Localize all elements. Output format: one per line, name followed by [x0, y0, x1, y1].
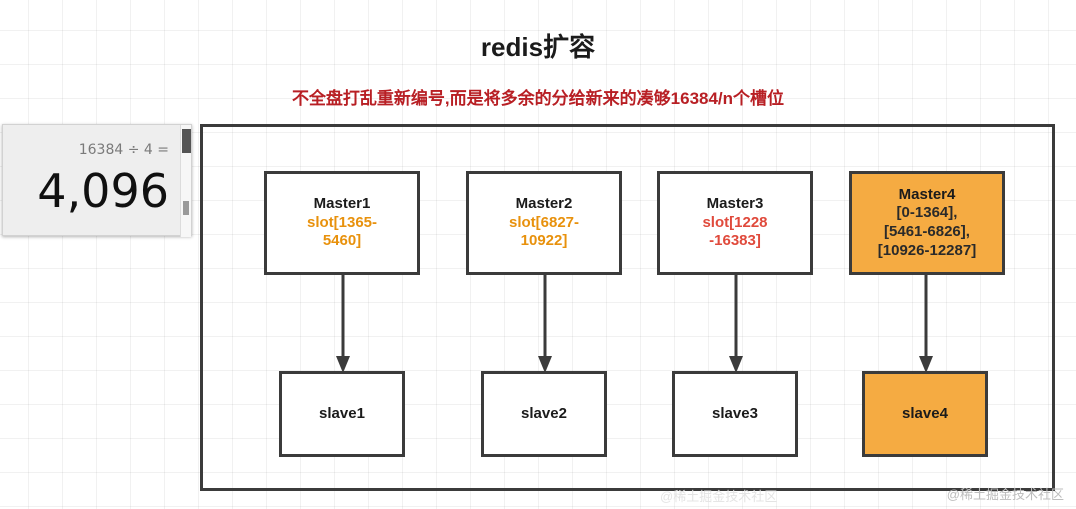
watermark-center: @稀土掘金技术社区	[660, 489, 778, 504]
master-node-3[interactable]: Master3 slot[1228 -16383]	[657, 171, 813, 275]
master-node-4-slots: [0-1364], [5461-6826], [10926-12287]	[877, 204, 977, 259]
master-node-1[interactable]: Master1 slot[1365- 5460]	[264, 171, 420, 275]
slave-node-2[interactable]: slave2	[481, 371, 607, 457]
slave-node-1-label: slave1	[319, 404, 365, 422]
master-node-3-slots: slot[1228 -16383]	[702, 213, 768, 250]
master-node-4[interactable]: Master4 [0-1364], [5461-6826], [10926-12…	[849, 171, 1005, 275]
page-title: redis扩容	[480, 32, 596, 62]
page-subtitle: 不全盘打乱重新编号,而是将多余的分给新来的凑够16384/n个槽位	[291, 89, 785, 108]
master-node-2-slots: slot[6827- 10922]	[508, 213, 580, 250]
slave-node-3[interactable]: slave3	[672, 371, 798, 457]
calculator-result: 4,096	[37, 164, 169, 218]
slave-node-3-label: slave3	[712, 404, 758, 422]
arrow-master1-to-slave1	[336, 274, 350, 373]
master-node-1-slots: slot[1365- 5460]	[306, 213, 378, 250]
arrow-master2-to-slave2	[538, 274, 552, 373]
calculator-expression: 16384 ÷ 4 =	[78, 142, 169, 158]
arrow-master3-to-slave3	[729, 274, 743, 373]
calculator-scrollbar-thumb[interactable]	[182, 129, 191, 153]
master-node-3-title: Master3	[706, 194, 764, 212]
slave-node-4-label: slave4	[902, 404, 948, 422]
master-node-4-title: Master4	[898, 185, 956, 203]
slave-node-2-label: slave2	[521, 404, 567, 422]
calculator-scrollbar-handle[interactable]	[183, 201, 189, 215]
watermark: @稀土掘金技术社区	[946, 487, 1064, 502]
diagram-frame	[200, 124, 1055, 491]
master-node-2[interactable]: Master2 slot[6827- 10922]	[466, 171, 622, 275]
calculator-popup[interactable]: 16384 ÷ 4 = 4,096	[2, 124, 192, 237]
master-node-2-title: Master2	[515, 194, 573, 212]
calculator-scrollbar[interactable]	[180, 125, 191, 237]
slave-node-1[interactable]: slave1	[279, 371, 405, 457]
master-node-1-title: Master1	[313, 194, 371, 212]
slave-node-4[interactable]: slave4	[862, 371, 988, 457]
arrow-master4-to-slave4	[919, 274, 933, 373]
